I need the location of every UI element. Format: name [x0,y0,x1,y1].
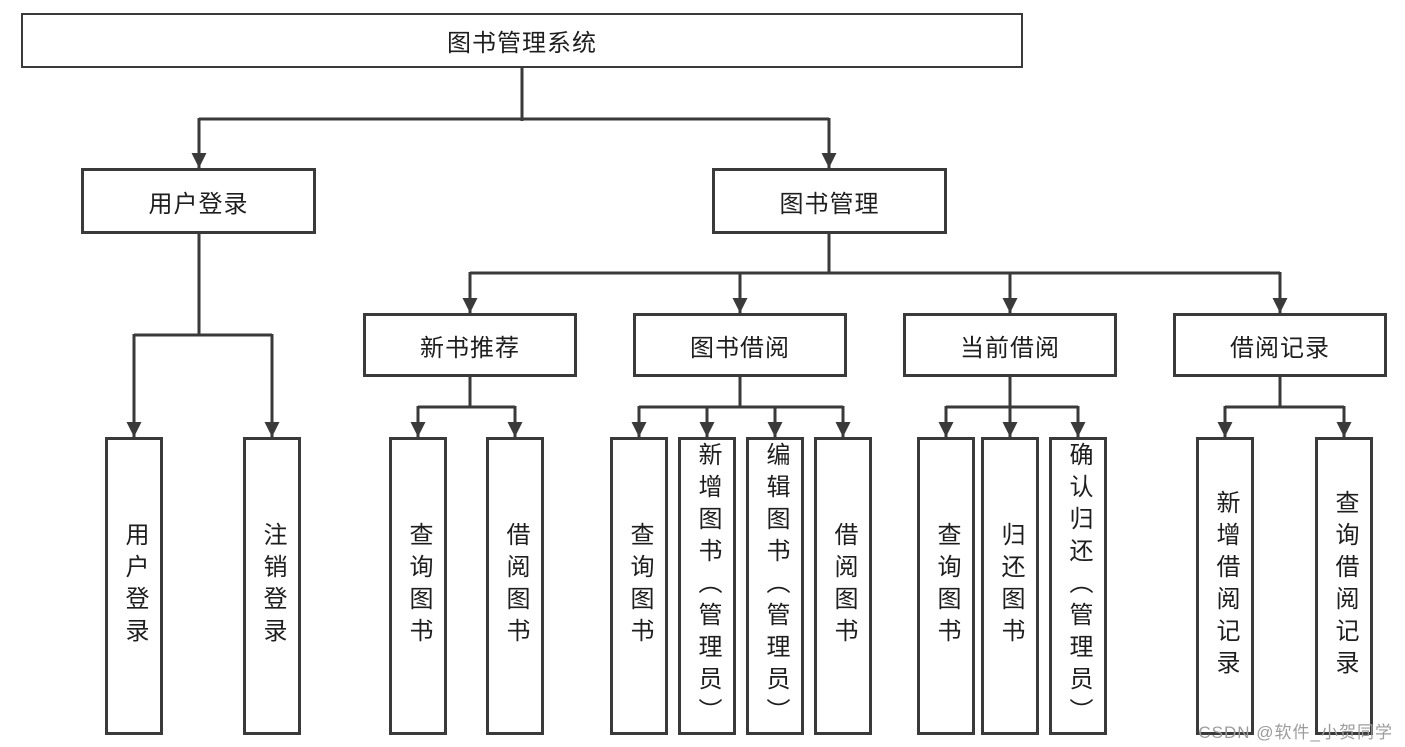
leaf-confirm-return-admin: 确认归还（管理员） [1049,437,1107,735]
leaf-user-login: 用户登录 [105,437,163,735]
node-label: 图书管理 [779,190,880,218]
node-label: 当前借阅 [960,334,1060,362]
leaf-query-books-borrowing: 查询图书 [610,437,668,735]
node-label: 图书管理系统 [447,30,597,57]
leaf-label: 注销登录 [259,522,286,650]
node-label: 图书借阅 [690,334,790,362]
csdn-watermark: CSDN @软件_小贺同学 [1198,723,1393,742]
leaf-add-books-admin: 新增图书（管理员） [678,437,736,735]
node-label: 借阅记录 [1230,334,1330,362]
node-label: 用户登录 [148,190,249,218]
node-current-borrowing: 当前借阅 [903,313,1117,377]
leaf-logout: 注销登录 [243,437,301,735]
leaf-query-books-current: 查询图书 [917,437,975,735]
leaf-label: 借阅图书 [502,522,529,650]
node-book-management: 图书管理 [712,168,947,234]
node-new-book-recommend: 新书推荐 [363,313,577,377]
leaf-label: 新增借阅记录 [1212,490,1239,682]
leaf-label: 用户登录 [121,522,148,650]
leaf-label: 归还图书 [997,522,1024,650]
node-book-borrowing: 图书借阅 [633,313,847,377]
leaf-label: 查询图书 [626,522,653,650]
leaf-return-books: 归还图书 [981,437,1039,735]
leaf-label: 借阅图书 [830,522,857,650]
leaf-borrow-books-borrowing: 借阅图书 [814,437,872,735]
leaf-label: 查询图书 [405,522,432,650]
leaf-label: 编辑图书（管理员） [762,442,789,730]
leaf-label: 新增图书（管理员） [694,442,721,730]
leaf-label: 查询借阅记录 [1331,490,1358,682]
leaf-label: 查询图书 [933,522,960,650]
node-library-management-system: 图书管理系统 [21,13,1023,68]
node-user-login: 用户登录 [81,168,316,234]
leaf-query-borrow-record: 查询借阅记录 [1315,437,1373,735]
leaf-add-borrow-record: 新增借阅记录 [1196,437,1254,735]
node-borrow-records: 借阅记录 [1173,313,1387,377]
leaf-borrow-books-recommend: 借阅图书 [486,437,544,735]
leaf-edit-books-admin: 编辑图书（管理员） [746,437,804,735]
node-label: 新书推荐 [420,334,520,362]
leaf-label: 确认归还（管理员） [1065,442,1092,730]
leaf-query-books-recommend: 查询图书 [389,437,447,735]
